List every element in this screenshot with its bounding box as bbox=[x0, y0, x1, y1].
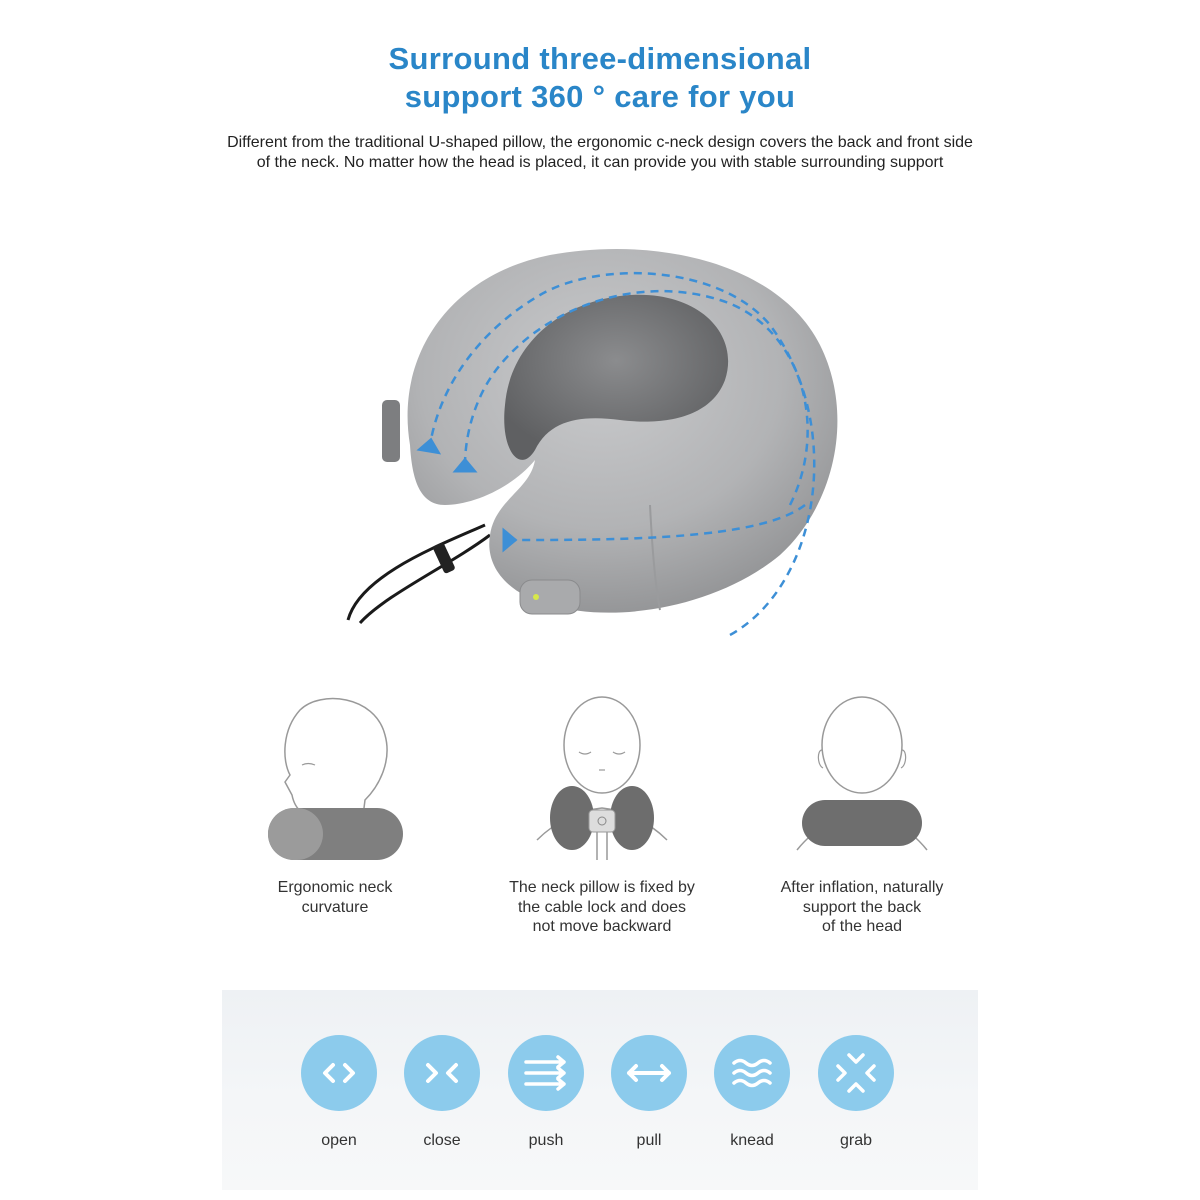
caption-line: The neck pillow is fixed by bbox=[509, 879, 695, 896]
caption-line: Ergonomic neck bbox=[277, 879, 393, 896]
back-view-head-illustration bbox=[796, 696, 928, 851]
mode-knead: knead bbox=[712, 1035, 792, 1155]
caption-line: not move backward bbox=[532, 918, 672, 935]
feature-caption: The neck pillow is fixed by the cable lo… bbox=[472, 878, 732, 937]
pull-arrow-icon bbox=[611, 1035, 687, 1111]
massage-modes-panel: open close push pull bbox=[222, 990, 978, 1190]
side-profile-head-illustration bbox=[268, 697, 403, 860]
mode-grab: grab bbox=[816, 1035, 896, 1155]
feature-cable-lock: The neck pillow is fixed by the cable lo… bbox=[472, 690, 732, 950]
feature-inflation-support: After inflation, naturally support the b… bbox=[732, 690, 992, 950]
close-arrows-icon bbox=[404, 1035, 480, 1111]
mode-push: push bbox=[506, 1035, 586, 1155]
mode-label: grab bbox=[839, 1132, 873, 1149]
mode-pull: pull bbox=[609, 1035, 689, 1155]
open-arrows-icon bbox=[301, 1035, 377, 1111]
caption-line: the cable lock and does bbox=[517, 898, 687, 916]
feature-caption: Ergonomic neck curvature bbox=[205, 878, 465, 917]
knead-waves-icon bbox=[714, 1035, 790, 1111]
mode-label: knead bbox=[730, 1132, 774, 1149]
title-line-2: support 360 ° care for you bbox=[404, 79, 796, 114]
neck-pillow-image bbox=[300, 205, 900, 675]
description-text: Different from the traditional U-shaped … bbox=[227, 134, 973, 171]
caption-line: support the back bbox=[802, 898, 922, 916]
feature-caption: After inflation, naturally support the b… bbox=[732, 878, 992, 937]
mode-label: open bbox=[321, 1132, 357, 1149]
feature-illustrations: Ergonomic neck curvature The neck pillow… bbox=[200, 690, 1000, 950]
grab-arrows-icon bbox=[818, 1035, 894, 1111]
mode-label: push bbox=[528, 1132, 564, 1149]
mode-close: close bbox=[402, 1035, 482, 1155]
page-title: Surround three-dimensional support 360 °… bbox=[0, 40, 1200, 116]
mode-label: pull bbox=[636, 1132, 662, 1149]
title-line-1: Surround three-dimensional bbox=[388, 41, 812, 76]
caption-line: curvature bbox=[301, 898, 369, 916]
caption-line: After inflation, naturally bbox=[780, 879, 944, 896]
mode-label: close bbox=[423, 1132, 461, 1149]
feature-ergonomic-curvature: Ergonomic neck curvature bbox=[205, 690, 465, 950]
push-arrows-icon bbox=[508, 1035, 584, 1111]
mode-open: open bbox=[299, 1035, 379, 1155]
front-view-head-illustration bbox=[536, 696, 668, 860]
caption-line: of the head bbox=[821, 918, 903, 935]
